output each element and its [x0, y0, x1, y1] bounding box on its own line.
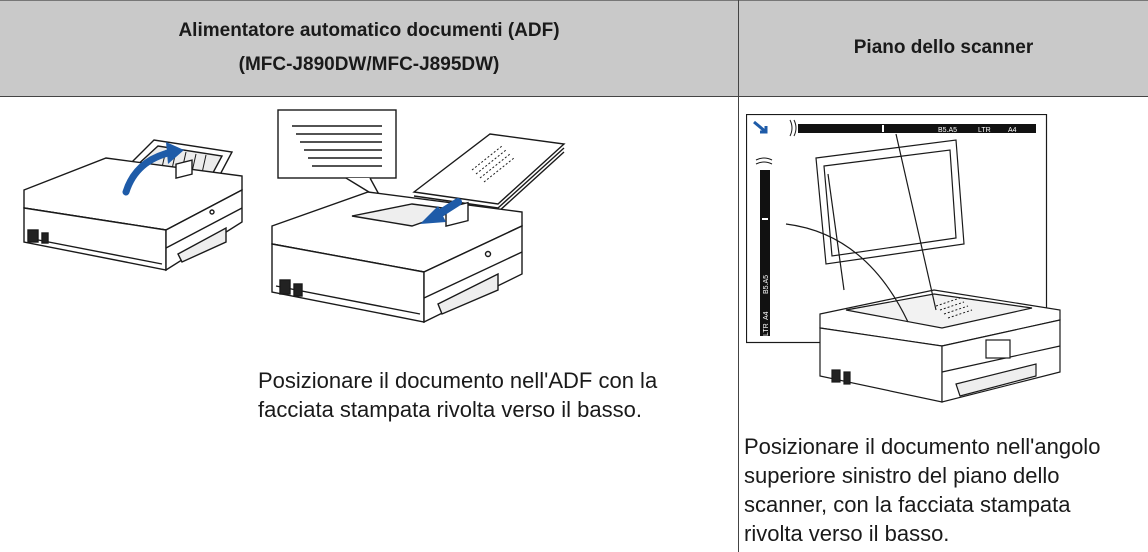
adf-caption: Posizionare il documento nell'ADF con la… — [258, 366, 657, 424]
column-divider — [738, 0, 739, 552]
adf-open-tray-illustration — [23, 139, 243, 272]
guide-label-b5-top: B5.A5 — [938, 127, 957, 134]
scanner-caption: Posizionare il documento nell'angolo sup… — [744, 432, 1100, 548]
header-scanner: Piano dello scanner — [739, 0, 1148, 96]
guide-label-a4-side: A4 — [763, 311, 770, 320]
scanner-caption-line-3: scanner, con la facciata stampata — [744, 492, 1071, 517]
header-adf: Alimentatore automatico documenti (ADF) … — [0, 0, 738, 96]
scanner-caption-line-1: Posizionare il documento nell'angolo — [744, 434, 1101, 459]
header-divider — [0, 96, 1148, 97]
guide-label-ltr-top: LTR — [978, 127, 991, 134]
header-scanner-title: Piano dello scanner — [853, 37, 1034, 58]
header-adf-models: (MFC-J890DW/MFC-J895DW) — [238, 54, 500, 75]
guide-label-ltr-side: LTR — [763, 323, 770, 336]
adf-load-document-illustration — [271, 109, 566, 324]
table-top-border — [0, 0, 1148, 1]
adf-caption-line-2: facciata stampata rivolta verso il basso… — [258, 397, 642, 422]
scanner-glass-illustration: B5.A5 LTR A4 B5.A5 LTR A4 — [746, 114, 1061, 403]
scanner-caption-line-2: superiore sinistro del piano dello — [744, 463, 1060, 488]
guide-label-a4-top: A4 — [1008, 127, 1017, 134]
adf-caption-line-1: Posizionare il documento nell'ADF con la — [258, 368, 658, 393]
scanner-caption-line-4: rivolta verso il basso. — [744, 521, 950, 546]
header-adf-title: Alimentatore automatico documenti (ADF) — [178, 20, 560, 41]
guide-label-b5-side: B5.A5 — [763, 275, 770, 294]
